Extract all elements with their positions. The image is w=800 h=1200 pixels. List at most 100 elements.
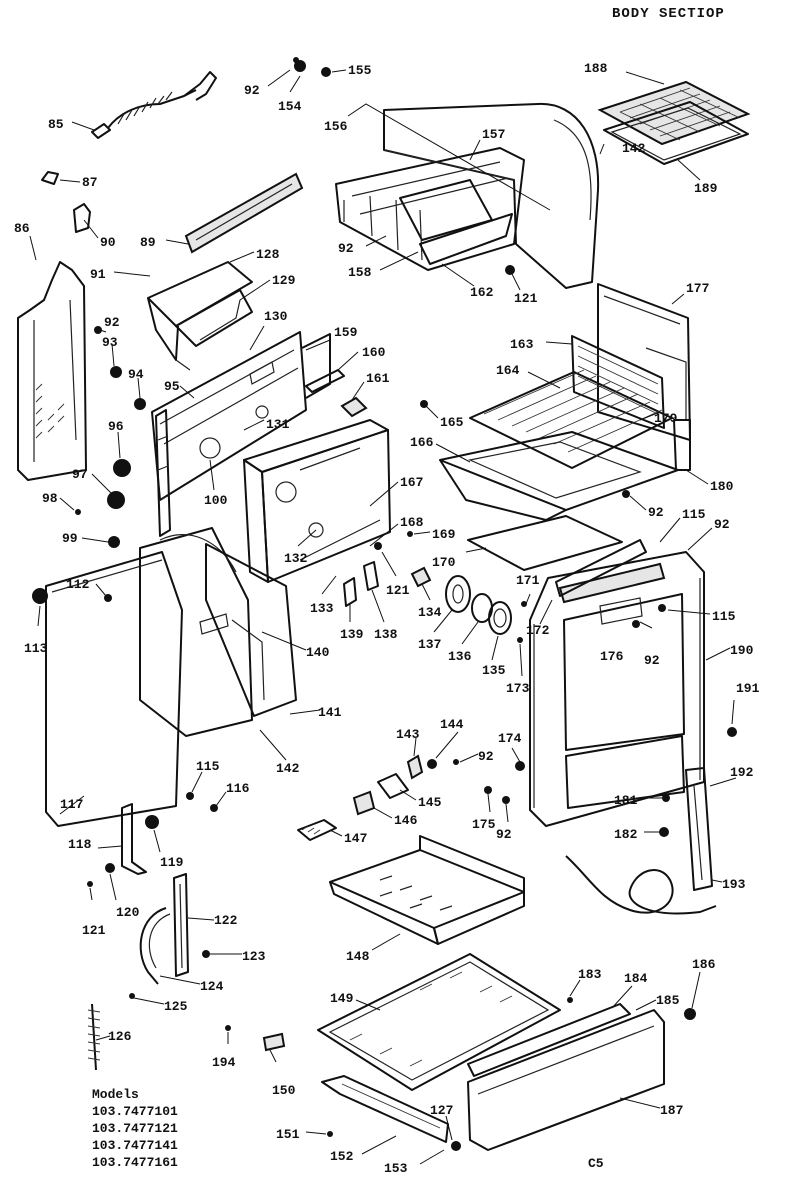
part-label: 116 <box>226 781 250 796</box>
part-label: 121 <box>82 923 106 938</box>
part-label: 141 <box>318 705 342 720</box>
part-label: 151 <box>276 1127 300 1142</box>
part-label: 125 <box>164 999 188 1014</box>
part-label: 92 <box>338 241 354 256</box>
part-label: 134 <box>418 605 442 620</box>
part-label: 174 <box>498 731 522 746</box>
part-label: 87 <box>82 175 98 190</box>
part-label: 127 <box>430 1103 453 1118</box>
part-label: 159 <box>334 325 358 340</box>
part-label: 185 <box>656 993 680 1008</box>
bracket-160 <box>305 369 345 393</box>
drawer-tray-148 <box>329 835 525 945</box>
part-label: 149 <box>330 991 354 1006</box>
light-socket-135 <box>488 601 512 635</box>
hinge-arm-122 <box>173 873 189 977</box>
part-label: 112 <box>66 577 90 592</box>
igniter-ring-137 <box>445 575 471 613</box>
part-label: 123 <box>242 949 266 964</box>
part-label: 138 <box>374 627 398 642</box>
model-number: 103.7477101 <box>92 1104 178 1119</box>
part-label: 170 <box>432 555 456 570</box>
part-label: 117 <box>60 797 83 812</box>
part-label: 152 <box>330 1149 354 1164</box>
model-number: 103.7477121 <box>92 1121 178 1136</box>
part-label: 115 <box>196 759 220 774</box>
valve-143-144 <box>406 754 437 780</box>
part-label: 121 <box>514 291 538 306</box>
part-label: 191 <box>736 681 760 696</box>
vent-duct-128 <box>147 261 253 371</box>
control-panel-frame <box>155 409 171 537</box>
part-label: 173 <box>506 681 530 696</box>
part-label: 183 <box>578 967 602 982</box>
part-label: 188 <box>584 61 608 76</box>
part-label: 92 <box>478 749 494 764</box>
oven-liner-167 <box>243 419 391 583</box>
part-label: 172 <box>526 623 550 638</box>
burner-valve-146 <box>352 790 376 816</box>
part-label: 163 <box>510 337 534 352</box>
part-label: 115 <box>682 507 706 522</box>
bracket-87-part <box>41 171 59 185</box>
part-label: 145 <box>418 795 442 810</box>
part-label: 143 <box>396 727 420 742</box>
fastener-dots <box>32 57 737 1151</box>
oven-front-frame-190 <box>529 551 705 827</box>
power-cord-part <box>91 71 217 139</box>
part-label: 165 <box>440 415 464 430</box>
part-label: 167 <box>400 475 423 490</box>
bracket-138 <box>363 561 379 591</box>
part-label: 144 <box>440 717 464 732</box>
trim-strip-172 <box>555 539 647 597</box>
part-label: 133 <box>310 601 334 616</box>
side-trim-192 <box>685 767 713 891</box>
leader-lines <box>29 69 737 1165</box>
part-label: 130 <box>264 309 288 324</box>
burner-grate-189 <box>603 101 749 165</box>
part-label: 92 <box>496 827 512 842</box>
part-label: 91 <box>90 267 106 282</box>
bracket-161 <box>340 396 368 418</box>
part-label: 186 <box>692 957 716 972</box>
oven-cavity-liner <box>439 431 679 571</box>
part-label: 166 <box>410 435 434 450</box>
part-label: 92 <box>244 83 260 98</box>
part-label: 168 <box>400 515 424 530</box>
drawer-rail-184 <box>467 1003 631 1077</box>
part-label: 86 <box>14 221 30 236</box>
part-label: 160 <box>362 345 386 360</box>
rack-guide-180 <box>673 419 691 471</box>
part-label: 121 <box>386 583 410 598</box>
burner-valve-145 <box>377 773 409 799</box>
lamp-134 <box>410 566 432 588</box>
part-label: 126 <box>108 1029 132 1044</box>
part-label: 128 <box>256 247 280 262</box>
part-label: 164 <box>496 363 520 378</box>
bracket-139 <box>343 577 357 607</box>
part-label: 129 <box>272 273 296 288</box>
part-label: 187 <box>660 1103 683 1118</box>
spring-126 <box>87 1003 101 1071</box>
model-number: 103.7477141 <box>92 1138 178 1153</box>
thermostat-147 <box>297 819 337 841</box>
part-label: 148 <box>346 949 370 964</box>
part-label: 142 <box>622 141 646 156</box>
part-number-labels: 85 87 86 90 89 91 92 154 155 156 157 128… <box>14 61 760 1176</box>
part-label: 100 <box>204 493 228 508</box>
trim-strip-89 <box>184 172 304 254</box>
part-label: 155 <box>348 63 372 78</box>
models-list: Models 103.7477101 103.7477121 103.74771… <box>92 1086 178 1171</box>
part-label: 192 <box>730 765 754 780</box>
part-label: 120 <box>116 905 140 920</box>
spring-hook-124 <box>139 907 171 985</box>
models-heading: Models <box>92 1087 139 1102</box>
part-label: 90 <box>100 235 116 250</box>
side-panel-86 <box>17 261 87 481</box>
model-number: 103.7477161 <box>92 1155 178 1170</box>
drawer-runner-152 <box>321 1075 449 1143</box>
part-label: 189 <box>694 181 718 196</box>
part-label: 162 <box>470 285 494 300</box>
part-label: 179 <box>654 411 678 426</box>
part-label: 150 <box>272 1083 296 1098</box>
